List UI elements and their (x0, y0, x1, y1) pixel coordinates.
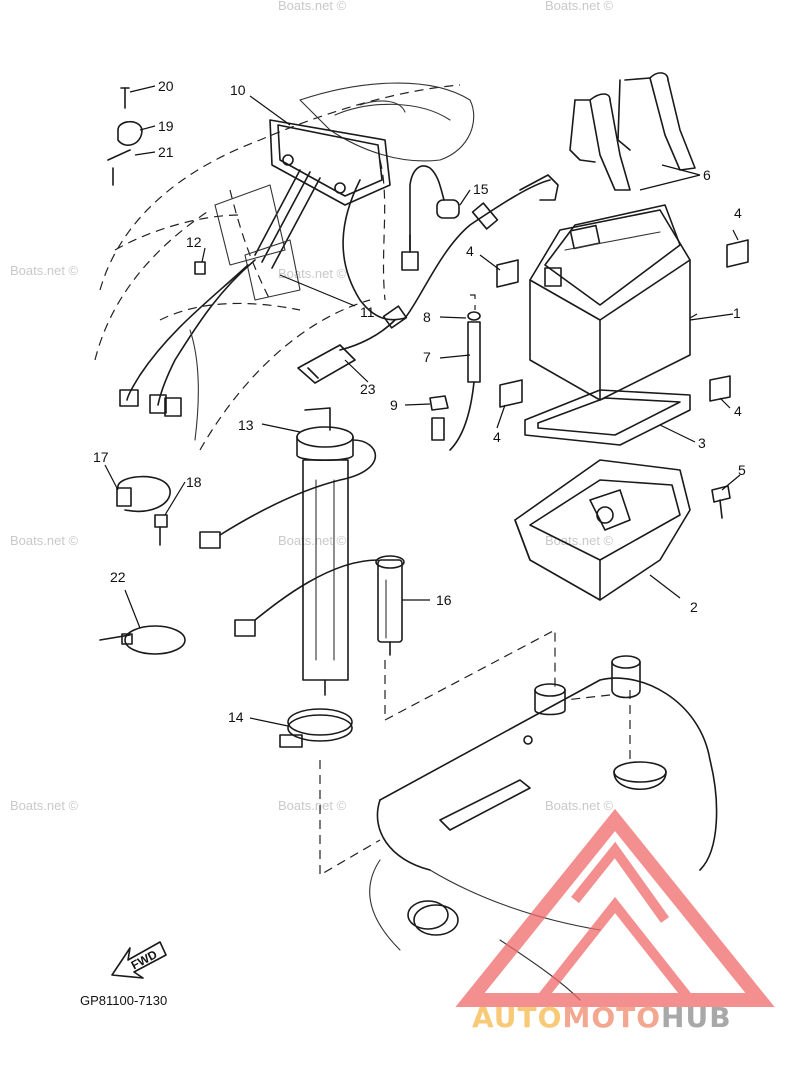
watermark: Boats.net © (545, 798, 614, 813)
callout-21: 21 (158, 144, 174, 160)
callout-17: 17 (93, 449, 109, 465)
callout-2: 2 (690, 599, 698, 615)
callout-18: 18 (186, 474, 202, 490)
watermark: Boats.net © (10, 533, 79, 548)
hull-outline-upper (94, 82, 475, 451)
callout-22: 22 (110, 569, 126, 585)
callout-4c: 4 (493, 429, 501, 445)
battery-pad (524, 389, 691, 446)
breather-pipe (429, 311, 481, 451)
meter-assembly (214, 119, 391, 301)
callout-7: 7 (423, 349, 431, 365)
sensor-16 (234, 555, 405, 656)
watermark: Boats.net © (10, 798, 79, 813)
band-17 (116, 475, 171, 546)
diagram-code: GP81100-7130 (80, 993, 167, 1008)
pad (496, 239, 749, 408)
callout-1: 1 (733, 305, 741, 321)
watermark: Boats.net © (278, 266, 347, 281)
automotohub-logo: AUTOMOTOHUB (455, 808, 775, 1034)
callout-14: 14 (228, 709, 244, 725)
callout-11: 11 (360, 304, 375, 320)
callout-leaders (104, 85, 741, 727)
callout-9: 9 (390, 397, 398, 413)
battery (529, 204, 691, 401)
battery-band (569, 72, 696, 191)
callout-3: 3 (698, 435, 706, 451)
fuel-sender (199, 407, 377, 696)
fwd-label: FWD (129, 947, 160, 972)
callout-6: 6 (703, 167, 711, 183)
callout-20: 20 (158, 78, 174, 94)
callout-23: 23 (360, 381, 376, 397)
clamp-12 (194, 261, 206, 275)
callout-15: 15 (473, 181, 489, 197)
logo-part-auto: AUTO (472, 1001, 562, 1034)
callout-12: 12 (186, 234, 202, 250)
cable-23 (297, 174, 559, 384)
logo-part-moto: MOTO (562, 1001, 661, 1034)
watermark: Boats.net © (545, 533, 614, 548)
bolt-5 (711, 485, 731, 519)
wire-harness (119, 259, 256, 441)
callout-8: 8 (423, 309, 431, 325)
battery-box (514, 459, 691, 601)
holder-assembly-upper-left (107, 87, 143, 186)
assembly-lines (319, 294, 631, 877)
callout-4b: 4 (466, 243, 474, 259)
callout-10: 10 (230, 82, 246, 98)
callout-5: 5 (738, 462, 746, 478)
callouts: 1 2 3 4 4 4 4 5 6 7 8 9 10 11 12 13 14 1… (93, 78, 746, 725)
hose-clamp-14 (279, 708, 353, 748)
fwd-arrow: FWD (111, 941, 167, 979)
watermark: Boats.net © (278, 798, 347, 813)
callout-4a: 4 (734, 205, 742, 221)
callout-13: 13 (238, 417, 254, 433)
watermarks: Boats.net © Boats.net © Boats.net © Boat… (10, 0, 614, 813)
switch-15 (401, 165, 460, 271)
logo-text: AUTOMOTOHUB (472, 1001, 732, 1034)
watermark: Boats.net © (545, 0, 614, 13)
watermark: Boats.net © (10, 263, 79, 278)
callout-19: 19 (158, 118, 174, 134)
cable-tie (99, 625, 186, 655)
watermark: Boats.net © (278, 533, 347, 548)
hull-lower (369, 655, 718, 1001)
logo-part-hub: HUB (661, 1001, 732, 1034)
callout-16: 16 (436, 592, 452, 608)
callout-4d: 4 (734, 403, 742, 419)
watermark: Boats.net © (278, 0, 347, 13)
